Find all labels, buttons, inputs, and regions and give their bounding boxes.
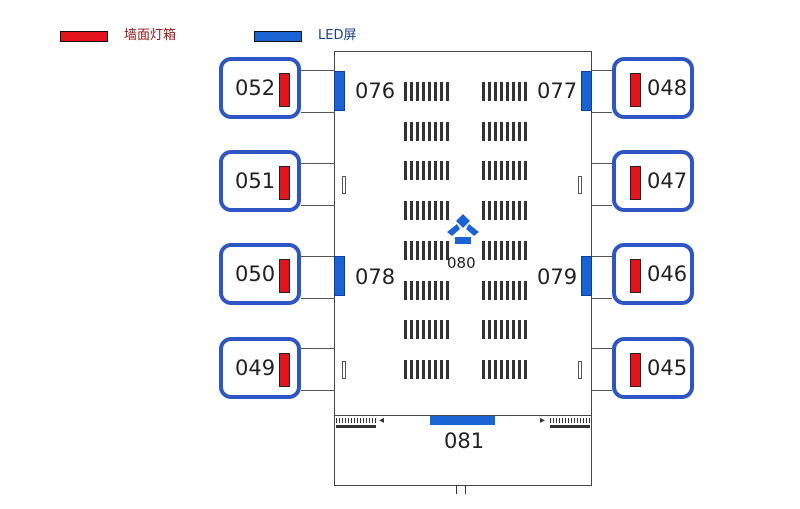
booth-number: 048 [647,76,688,100]
booth-046[interactable]: 046 [612,243,694,305]
booth-050[interactable]: 050 [219,243,301,305]
booth-051[interactable]: 051 [219,150,301,212]
led-screen-080[interactable] [444,212,482,246]
legend-led-swatch [254,31,302,42]
connector-048 [592,70,612,113]
connector-045 [592,348,612,391]
led-label-076: 076 [355,79,396,103]
connector-052 [301,70,335,113]
booth-number: 052 [235,76,276,100]
led-label-080: 080 [447,254,476,272]
legend-lightbox-label: 墙面灯箱 [124,28,177,43]
arrow-left-icon: ◂ [379,415,385,426]
led-screen-079[interactable] [581,256,592,296]
lightbox-marker [279,259,290,293]
connector-051 [301,163,335,206]
lightbox-marker [630,259,641,293]
hall-divider-line [334,415,592,416]
exhibition-hall [334,51,592,486]
led-label-078: 078 [355,265,396,289]
wall-bracket [578,361,582,379]
lightbox-marker [630,353,641,387]
booth-048[interactable]: 048 [612,57,694,119]
booth-number: 050 [235,262,276,286]
led-screen-076[interactable] [334,71,345,111]
lightbox-marker [630,166,641,200]
legend-lightbox-swatch [60,31,108,42]
booth-number: 051 [235,169,276,193]
entrance-left [336,416,376,428]
booth-number: 046 [647,262,688,286]
lightbox-marker [279,73,290,107]
wall-bracket [342,176,346,194]
led-screen-078[interactable] [334,256,345,296]
wall-bracket [578,176,582,194]
led-label-077: 077 [537,79,578,103]
booth-052[interactable]: 052 [219,57,301,119]
lightbox-marker [630,73,641,107]
booth-number: 045 [647,356,688,380]
lightbox-marker [279,166,290,200]
wall-bracket [342,361,346,379]
booth-049[interactable]: 049 [219,337,301,399]
led-screen-081[interactable] [430,416,495,425]
led-label-081: 081 [444,429,485,453]
entrance-right [550,416,590,428]
connector-050 [301,256,335,299]
booth-047[interactable]: 047 [612,150,694,212]
connector-049 [301,348,335,391]
lightbox-marker [279,353,290,387]
connector-046 [592,256,612,299]
connector-047 [592,163,612,206]
booth-045[interactable]: 045 [612,337,694,399]
arrow-right-icon: ▸ [540,415,546,426]
booth-number: 049 [235,356,276,380]
bottom-entrance-mark [438,486,488,494]
legend-led-label: LED屏 [318,28,357,43]
led-label-079: 079 [537,265,578,289]
booth-number: 047 [647,169,688,193]
led-screen-077[interactable] [581,71,592,111]
